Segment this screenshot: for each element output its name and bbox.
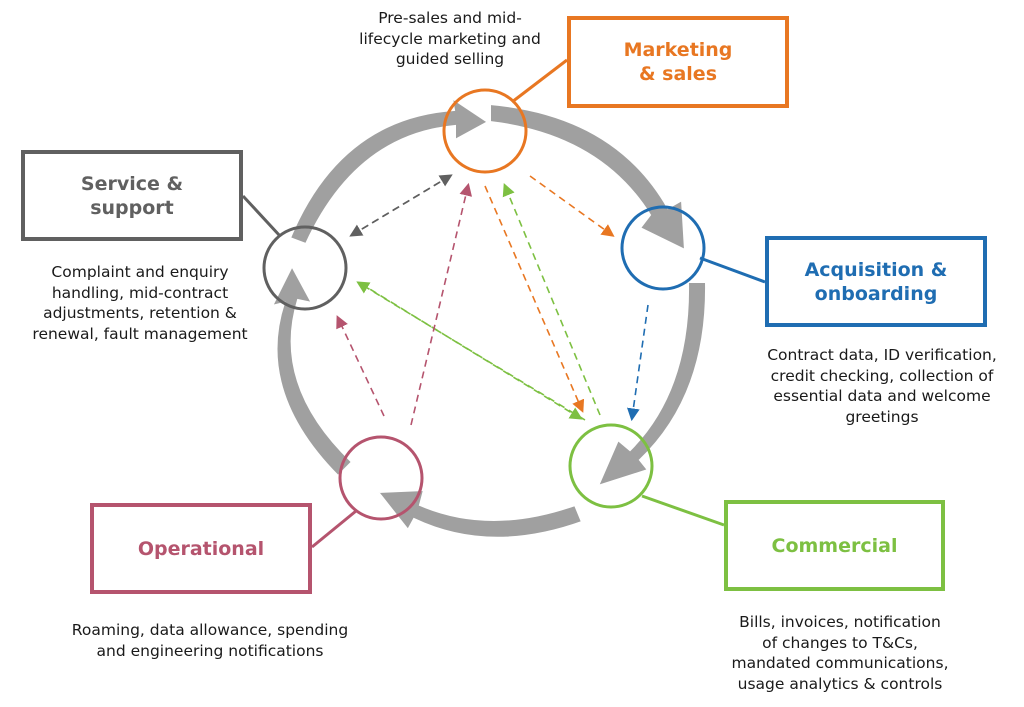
cycle-arrow-3 (376, 488, 584, 539)
stage-box-acquisition: Acquisition & onboarding (765, 236, 987, 327)
stage-title-operational: Operational (137, 537, 265, 560)
connector-service (241, 194, 282, 238)
circle-marketing (442, 88, 528, 174)
stage-description-service: Complaint and enquiry handling, mid-cont… (32, 263, 248, 343)
dashed-links (336, 174, 649, 426)
stage-box-marketing: Marketing & sales (567, 16, 789, 108)
circle-commercial (568, 423, 654, 509)
circle-service (262, 225, 348, 311)
connector-acquisition (699, 256, 766, 284)
link-marketing-service (349, 175, 451, 237)
stage-title-commercial: Commercial (771, 534, 898, 557)
link-operational-marketing (410, 182, 472, 426)
cycle-arrow-4 (270, 263, 354, 478)
stage-title-acquisition: Acquisition & onboarding (804, 258, 948, 305)
cycle-arrows (270, 95, 708, 539)
stage-title-marketing: Marketing & sales (623, 39, 733, 85)
link-commercial-service (356, 281, 586, 421)
cycle-arrow-1 (489, 102, 687, 252)
link-marketing-acquisition (529, 175, 615, 237)
link-marketing-commercial (484, 185, 585, 413)
cycle-arrow-5 (288, 95, 490, 246)
stage-description-commercial: Bills, invoices, notification of changes… (731, 613, 949, 693)
connector-commercial (641, 494, 725, 527)
link-commercial-marketing (502, 183, 601, 416)
connector-operational (311, 509, 357, 549)
stage-description-operational: Roaming, data allowance, spending and en… (71, 621, 349, 660)
stage-title-service: Service & support (80, 172, 184, 219)
cycle-arrow-2 (596, 281, 708, 488)
stage-description-marketing: Pre-sales and mid- lifecycle marketing a… (359, 9, 541, 68)
stage-box-service: Service & support (21, 150, 243, 241)
stage-box-operational: Operational (90, 503, 312, 594)
circle-acquisition (620, 205, 706, 291)
stage-description-acquisition: Contract data, ID verification, credit c… (767, 346, 997, 426)
link-operational-service (336, 315, 385, 417)
connector-marketing (511, 58, 568, 104)
link-acquisition-commercial (627, 304, 649, 422)
circle-operational (338, 435, 424, 521)
stage-box-commercial: Commercial (724, 500, 945, 591)
